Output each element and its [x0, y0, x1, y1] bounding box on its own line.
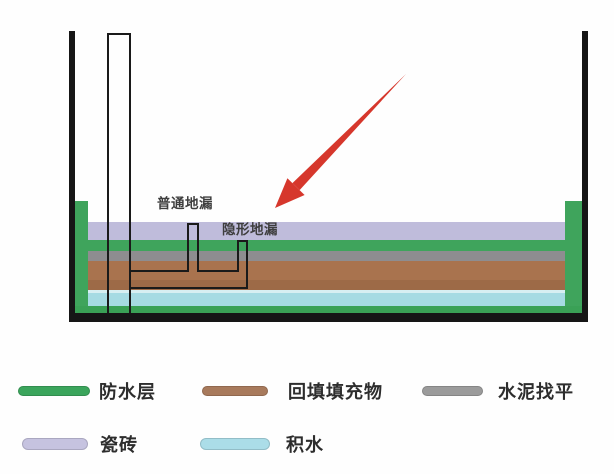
legend-item-water: 积水	[200, 432, 324, 456]
legend-swatch-waterproof	[18, 386, 90, 396]
legend-swatch-tile	[22, 438, 88, 450]
hidden-drain-label: 隐形地漏	[222, 222, 278, 237]
legend-item-waterproof: 防水层	[18, 379, 156, 403]
right-wall	[582, 31, 588, 321]
tile-layer	[88, 222, 565, 240]
ordinary-drain-riser-left	[187, 223, 189, 272]
cement-leveling-layer	[88, 251, 565, 261]
ordinary-drain-riser-right	[197, 223, 199, 272]
drain-channel-bottom-line	[131, 287, 248, 289]
right-waterproof-upturn	[565, 201, 582, 313]
main-drain-pipe-left-line	[107, 33, 109, 313]
ordinary-drain-riser-cap	[187, 223, 199, 225]
legend-item-tile: 瓷砖	[22, 432, 138, 456]
hidden-drain-riser-right	[246, 240, 248, 289]
main-drain-pipe-right-line	[129, 33, 131, 313]
standing-water-layer	[88, 290, 565, 306]
legend-label-water: 积水	[286, 435, 324, 455]
main-drain-pipe-top-cap	[107, 33, 131, 35]
legend-swatch-cement	[422, 386, 483, 396]
hidden-drain-riser-left	[237, 240, 239, 272]
left-wall	[69, 31, 75, 321]
legend-label-cement: 水泥找平	[498, 382, 574, 402]
bottom-waterproof-layer	[75, 306, 582, 313]
arrow-head	[275, 178, 305, 208]
drain-channel-top-line-a	[131, 270, 187, 272]
left-waterproof-upturn	[75, 201, 88, 313]
arrow-shaft	[292, 74, 406, 191]
floor-slab	[69, 313, 588, 322]
legend-swatch-water	[200, 438, 270, 450]
backfill-layer	[88, 261, 565, 290]
hidden-drain-riser-cap	[237, 240, 248, 242]
legend-item-backfill: 回填填充物	[202, 379, 383, 403]
drain-channel-top-line-b	[199, 270, 237, 272]
legend-item-cement: 水泥找平	[422, 379, 574, 403]
legend-label-tile: 瓷砖	[100, 435, 138, 455]
waterproof-layer	[88, 240, 565, 251]
legend-label-waterproof: 防水层	[99, 382, 156, 402]
legend-swatch-backfill	[202, 386, 268, 396]
legend-label-backfill: 回填填充物	[288, 382, 383, 402]
ordinary-drain-label: 普通地漏	[157, 196, 213, 211]
